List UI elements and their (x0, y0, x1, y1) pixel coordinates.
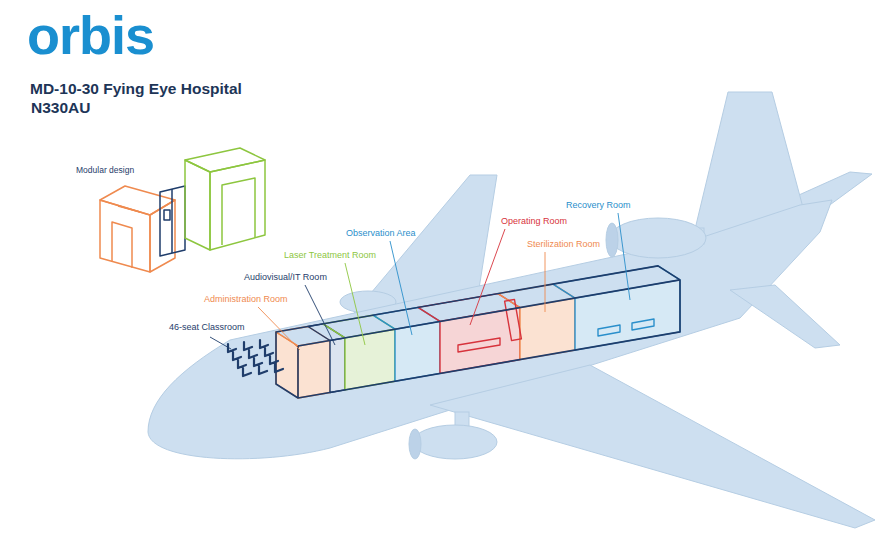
room-wall (276, 327, 330, 347)
cabin-outline (276, 266, 680, 398)
cabin-end (276, 332, 298, 398)
leader-line (258, 307, 300, 350)
scrub-area (505, 299, 522, 340)
leader-line (470, 229, 505, 325)
recovery-bed (598, 325, 620, 336)
audiovisual-room (330, 338, 345, 393)
leader-line (618, 213, 630, 300)
leader-line (305, 285, 335, 345)
leader-line (390, 241, 412, 335)
leader-line (210, 337, 231, 349)
administration-room (298, 341, 330, 399)
room-label: Laser Treatment Room (283, 250, 377, 260)
observation-area (395, 321, 440, 381)
recovery-bed (632, 319, 654, 330)
diagram-title: MD-10-30 Fying Eye Hospital (30, 80, 242, 98)
leader-line (545, 252, 546, 312)
classroom-seats (228, 340, 283, 376)
room-label: 46-seat Classroom (168, 322, 246, 332)
logo-text: orbis (26, 4, 155, 66)
tail-engine (610, 218, 706, 258)
leader-line (345, 263, 365, 345)
room-label: Audiovisual/IT Room (243, 272, 328, 282)
near-stabilizer (730, 285, 840, 348)
operating-table (458, 338, 500, 352)
laser-room (345, 329, 395, 390)
room-label: Recovery Room (565, 200, 632, 210)
room-label: Administration Room (203, 294, 289, 304)
module-label: Modular design (75, 166, 135, 176)
room-label: Observation Area (345, 228, 417, 238)
room-wall (553, 266, 680, 298)
engine-intake (409, 429, 421, 459)
near-wing (430, 365, 875, 528)
near-engine (413, 425, 497, 459)
sterilization-room (520, 298, 575, 360)
engine-intake (606, 223, 618, 257)
room-label: Operating Room (500, 216, 568, 226)
recovery-room (575, 280, 680, 350)
registration-number: N330AU (30, 99, 91, 117)
room-label: Sterilization Room (526, 239, 601, 249)
